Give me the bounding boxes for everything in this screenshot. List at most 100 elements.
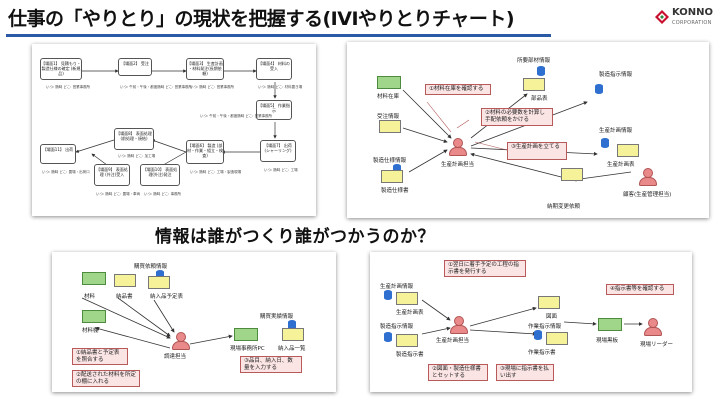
panel-flow-overview: 【場面1】 見積もり・製造仕様の確定 (新規品) 【場面2】 受注 【場面3】 … <box>32 44 316 216</box>
document-icon-schedule <box>148 276 170 289</box>
p4-callout-1: ①翌日に着手予定の工程の指示書を発行する <box>444 260 526 277</box>
flow-note-5: いつ: 午前・午後・都度随時 どこ: 営業事務所 <box>200 114 273 118</box>
document-icon-mfg <box>396 334 418 347</box>
person-icon-planner <box>449 138 467 156</box>
instruction-arrows <box>421 299 643 336</box>
page-title: 仕事の「やりとり」の現状を把握する(IVIやりとりチャート) <box>8 8 515 30</box>
screen-icon-pc <box>234 328 258 341</box>
flow-box-8: 【場面8】 表面処理 (前処理・焼結) <box>114 128 154 150</box>
p2-doc-label-4: 製造仕様書 <box>381 188 409 194</box>
p3-doc-label-7: 現場事務所PC <box>230 346 265 352</box>
document-icon-delivery-slip <box>114 274 136 287</box>
flow-box-7: 【場面7】 出荷 (シャーリング) <box>260 140 296 162</box>
database-icon-purchase <box>156 270 164 280</box>
p4-doc-label-6: 作業指示情報 <box>528 324 562 330</box>
p2-doc-label-5: 所要部材情報 <box>517 58 551 64</box>
person-icon-procurement <box>172 332 190 350</box>
p4-callout-3: ③現場に指示書を払い出す <box>496 364 554 381</box>
flow-note-2: いつ: 午前・午後・都度随時 どこ: 営業事務所 <box>120 85 193 89</box>
panel-production-planning: 材料在庫 受注情報 製造仕様情報 製造仕様書 所要部材情報 部品表 製造指示情報… <box>347 42 709 218</box>
p3-actor-1: 調達担当 <box>164 354 187 360</box>
p4-actor-2: 現場リーダー <box>640 342 674 348</box>
p4-doc-label-8: 現場黒板 <box>596 338 619 344</box>
document-icon-drawing <box>538 296 560 309</box>
p2-callout-3: ③生産計画を立てる <box>507 142 567 160</box>
p4-doc-label-5: 図面 <box>546 314 558 320</box>
procurement-arrows <box>81 297 233 349</box>
flow-box-6: 【場面6】 製造 (部材・作業・組立・検査) <box>186 140 224 164</box>
p2-doc-label-7: 製造指示情報 <box>599 72 633 78</box>
document-icon-delivery-change <box>561 168 583 181</box>
p3-callout-2: ②配送された材料を所定の棚に入れる <box>72 370 140 387</box>
flow-note-4: いつ: 随時 どこ: 材料置き場 <box>258 85 303 89</box>
screen-icon-blackboard <box>598 318 622 331</box>
p4-callout-4: ④指示書等を確認する <box>606 284 674 295</box>
title-underline <box>6 34 551 37</box>
person-icon-planner <box>450 316 468 334</box>
p4-doc-label-3: 製造指示情報 <box>380 324 414 330</box>
flow-note-1: いつ: 随時 どこ: 営業事務所 <box>46 85 91 89</box>
p2-doc-label-2: 受注情報 <box>377 114 400 120</box>
p3-callout-1: ①納品書と予定表を照合する <box>72 348 128 365</box>
p2-doc-label-8: 生産計画情報 <box>599 128 633 134</box>
panel-work-instructions: 生産計画情報 生産計画表 製造指示情報 製造指示書 図面 作業指示情報 作業指示… <box>370 252 692 392</box>
document-icon-bom <box>523 78 545 91</box>
document-icon-order <box>379 120 401 133</box>
p3-doc-label-6: 購買実績情報 <box>260 314 294 320</box>
flow-box-11: 【場面11】 出荷 <box>40 144 76 164</box>
flow-note-8: いつ: 随時 どこ: 加工場 <box>118 154 156 158</box>
screen-icon-material-stock <box>377 76 401 89</box>
flow-note-7: いつ: 随時 どこ: 工場 <box>264 168 298 172</box>
p4-callout-2: ②図面・製造仕様書とセットする <box>428 364 488 381</box>
document-icon-spec <box>381 170 403 183</box>
panel-procurement: 購買依頼情報 材料 納品書 納入品予定表 材料棚 購買実績情報 現場事務所PC … <box>52 252 336 392</box>
p2-callout-2: ②材料の必要数を計算し手配依頼をかける <box>481 108 553 126</box>
document-icon-work <box>546 332 568 345</box>
database-icon-plan <box>601 138 609 148</box>
database-icon-work <box>534 330 542 340</box>
p3-doc-label-8: 納入品一覧 <box>278 346 306 352</box>
screen-icon-shelf <box>82 310 106 323</box>
p4-doc-label-7: 作業指示書 <box>528 350 556 356</box>
p3-doc-label-2: 材料 <box>84 294 96 300</box>
person-icon-customer <box>639 168 657 186</box>
p2-callout-1: ①材料在庫を確認する <box>425 84 491 95</box>
p3-doc-label-5: 材料棚 <box>82 328 99 334</box>
flow-box-3: 【場面3】 生産計画 ・材料発注(長期依頼) <box>186 58 224 80</box>
p4-doc-label-2: 生産計画表 <box>396 310 424 316</box>
flow-box-1: 【場面1】 見積もり・製造仕様の確定 (新規品) <box>40 58 82 80</box>
p2-doc-label-3: 製造仕様情報 <box>373 158 407 164</box>
database-icon-results <box>288 320 296 330</box>
flow-note-10: いつ: 随時 どこ: 事務所 <box>144 192 182 196</box>
p3-doc-label-1: 購買依頼情報 <box>134 264 168 270</box>
p2-doc-label-9: 生産計画表 <box>607 162 635 168</box>
p3-doc-label-3: 納品書 <box>116 294 133 300</box>
document-icon-prod-plan <box>396 292 418 305</box>
flow-note-11: いつ: 随時 どこ: 置場・出荷口 <box>42 170 90 174</box>
konno-logo-icon <box>655 10 669 24</box>
database-icon-spec <box>393 164 401 174</box>
flow-note-3: いつ: 随時 どこ: 営業事務所 <box>190 85 235 89</box>
flow-box-10: 【場面10】 表面処理(外注)発注 <box>140 164 180 186</box>
flow-box-2: 【場面2】 受注 <box>118 58 152 76</box>
flow-note-6: いつ: 随時 どこ: 工場・製造現場 <box>190 170 242 174</box>
brand-sub: CORPORATION <box>672 20 712 26</box>
document-icon-plan <box>617 144 639 157</box>
flow-note-9: いつ: 随時 どこ: 置場・車両 <box>96 192 141 196</box>
brand-logo: KONNO CORPORATION <box>652 5 724 33</box>
flow-box-5: 【場面5】 作業指示 <box>256 100 292 120</box>
p2-actor-1: 生産計画担当 <box>441 162 475 168</box>
database-icon-mfg <box>384 332 392 342</box>
screen-icon-material <box>82 272 106 285</box>
p4-doc-label-1: 生産計画情報 <box>380 284 414 290</box>
database-icon-prod-plan <box>384 290 392 300</box>
flow-box-4: 【場面4】 材料の受入 <box>256 58 292 80</box>
p4-actor-1: 生産計画担当 <box>436 338 470 344</box>
section-heading: 情報は誰がつくり誰がつかうのか？ <box>155 227 435 247</box>
person-icon-leader <box>644 318 662 336</box>
document-icon-arrivals <box>282 328 304 341</box>
p2-actor-2: 顧客(生産管理担当) <box>623 192 672 198</box>
p3-doc-label-4: 納入品予定表 <box>150 294 184 300</box>
p4-doc-label-4: 製造指示書 <box>396 352 424 358</box>
p2-doc-label-1: 材料在庫 <box>377 94 400 100</box>
